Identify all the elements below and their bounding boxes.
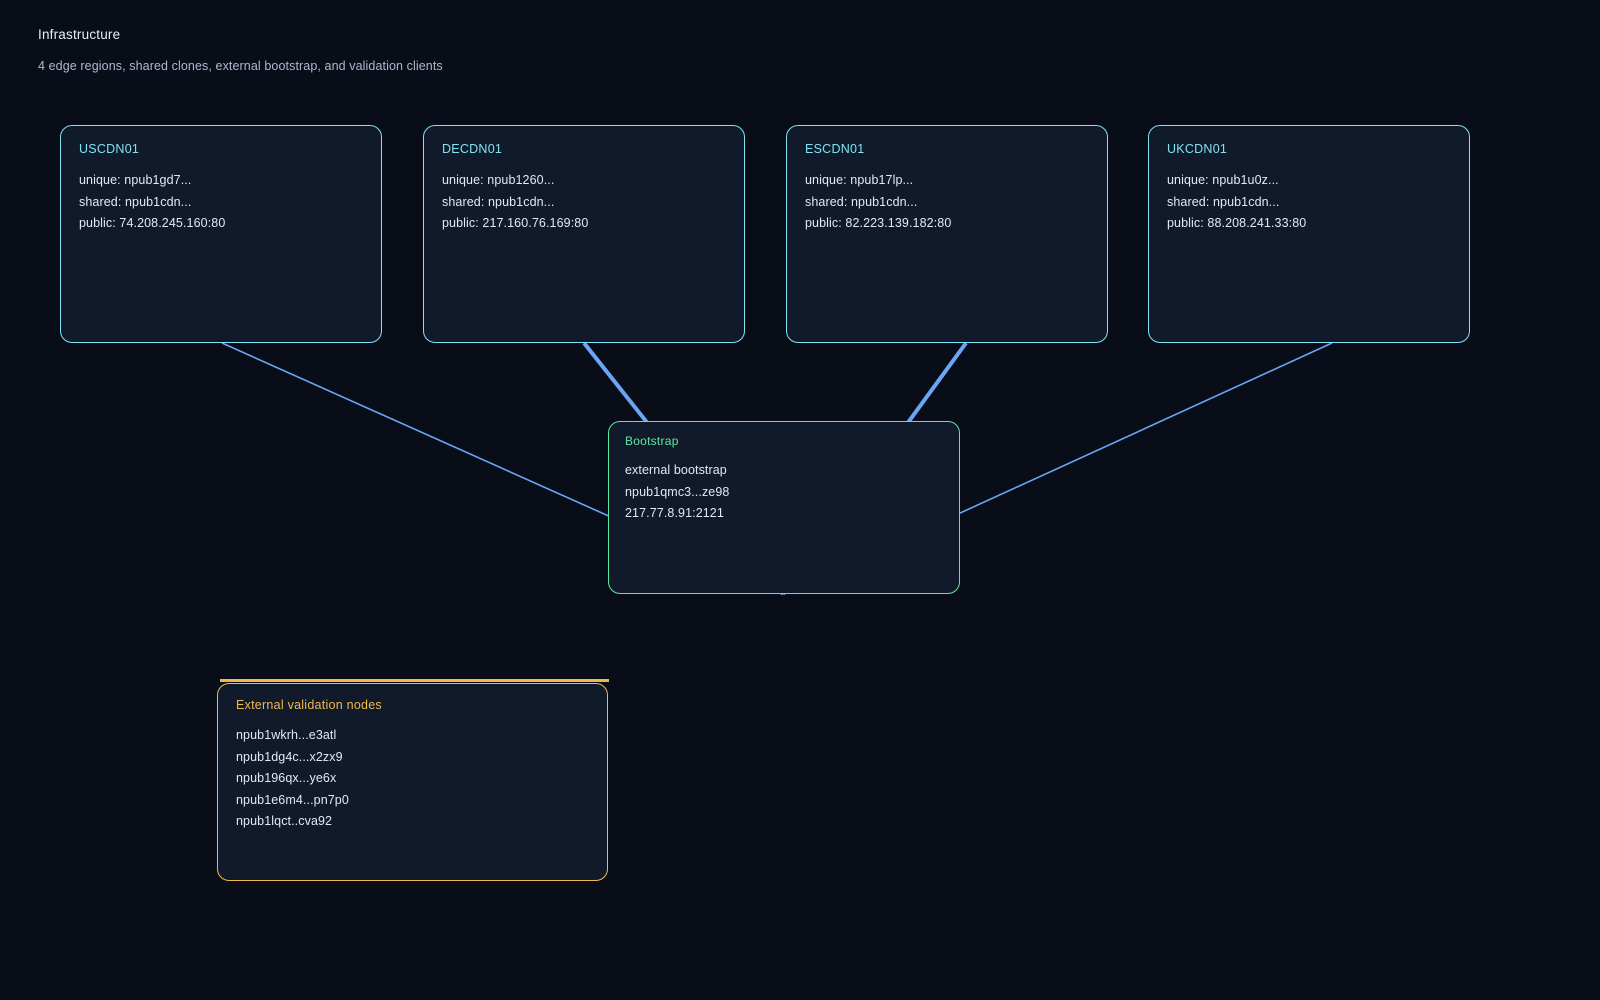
page-subtitle: 4 edge regions, shared clones, external … bbox=[38, 59, 443, 73]
node-body: unique: npub1260... shared: npub1cdn... … bbox=[442, 170, 726, 235]
public-address-line: public: 74.208.245.160:80 bbox=[79, 216, 226, 230]
node-title: Bootstrap bbox=[625, 434, 679, 448]
validation-node-item: npub1wkrh...e3atl bbox=[236, 728, 337, 742]
node-title: USCDN01 bbox=[79, 142, 140, 156]
node-body: external bootstrap npub1qmc3...ze98 217.… bbox=[625, 460, 943, 525]
page-title: Infrastructure bbox=[38, 27, 121, 42]
unique-key-line: unique: npub1u0z... bbox=[1167, 173, 1279, 187]
node-title: UKCDN01 bbox=[1167, 142, 1228, 156]
node-card-escdn01[interactable]: ESCDN01 unique: npub17lp... shared: npub… bbox=[786, 125, 1108, 343]
node-body: unique: npub1u0z... shared: npub1cdn... … bbox=[1167, 170, 1451, 235]
node-card-bootstrap[interactable]: Bootstrap external bootstrap npub1qmc3..… bbox=[608, 421, 960, 594]
validation-node-item: npub1lqct..cva92 bbox=[236, 814, 333, 828]
shared-key-line: shared: npub1cdn... bbox=[79, 194, 192, 209]
node-card-external-validation[interactable]: External validation nodes npub1wkrh...e3… bbox=[217, 683, 608, 881]
validation-panel-rail bbox=[220, 679, 609, 682]
bootstrap-address-line: 217.77.8.91:2121 bbox=[625, 506, 724, 520]
node-body: unique: npub17lp... shared: npub1cdn... … bbox=[805, 170, 1089, 235]
node-body: npub1wkrh...e3atl npub1dg4c...x2zx9 npub… bbox=[236, 725, 589, 833]
public-address-line: public: 82.223.139.182:80 bbox=[805, 216, 952, 230]
unique-key-line: unique: npub17lp... bbox=[805, 173, 914, 187]
node-title: ESCDN01 bbox=[805, 142, 865, 156]
shared-key-line: shared: npub1cdn... bbox=[1167, 194, 1280, 209]
node-body: unique: npub1gd7... shared: npub1cdn... … bbox=[79, 170, 363, 235]
public-address-line: public: 88.208.241.33:80 bbox=[1167, 216, 1307, 230]
bootstrap-role-line: external bootstrap bbox=[625, 463, 727, 477]
unique-key-line: unique: npub1gd7... bbox=[79, 173, 192, 187]
shared-key-line: shared: npub1cdn... bbox=[805, 194, 918, 209]
validation-node-item: npub1e6m4...pn7p0 bbox=[236, 792, 349, 807]
unique-key-line: unique: npub1260... bbox=[442, 173, 555, 187]
node-card-decdn01[interactable]: DECDN01 unique: npub1260... shared: npub… bbox=[423, 125, 745, 343]
bootstrap-npub-line: npub1qmc3...ze98 bbox=[625, 484, 730, 499]
public-address-line: public: 217.160.76.169:80 bbox=[442, 216, 589, 230]
node-title: External validation nodes bbox=[236, 698, 382, 712]
shared-key-line: shared: npub1cdn... bbox=[442, 194, 555, 209]
node-card-uscdn01[interactable]: USCDN01 unique: npub1gd7... shared: npub… bbox=[60, 125, 382, 343]
validation-node-item: npub196qx...ye6x bbox=[236, 771, 337, 785]
node-card-ukcdn01[interactable]: UKCDN01 unique: npub1u0z... shared: npub… bbox=[1148, 125, 1470, 343]
validation-node-item: npub1dg4c...x2zx9 bbox=[236, 749, 343, 764]
node-title: DECDN01 bbox=[442, 142, 503, 156]
